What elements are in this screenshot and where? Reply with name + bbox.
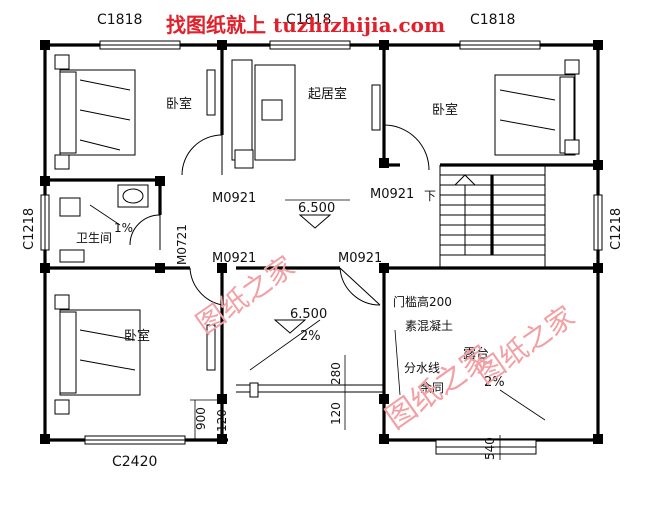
window-label-stair: C1218 bbox=[609, 208, 624, 250]
door-label-1: M0921 bbox=[212, 191, 256, 206]
note-same: 余同 bbox=[420, 380, 444, 395]
bed-top-left bbox=[54, 54, 136, 170]
dim-120-b: 120 bbox=[329, 402, 343, 425]
level-hall: 6.500 bbox=[290, 307, 327, 322]
door-label-4: M0921 bbox=[338, 251, 382, 266]
stair-down-label: 下 bbox=[424, 189, 436, 203]
room-terrace: 露台 bbox=[463, 347, 489, 362]
bed-top-right bbox=[494, 59, 580, 156]
door-label-3: M0921 bbox=[212, 251, 256, 266]
watermark-3: 图纸之家 bbox=[470, 299, 581, 390]
dimension-lines bbox=[89, 199, 546, 460]
door-swings bbox=[129, 124, 430, 306]
staircase bbox=[440, 174, 545, 256]
dim-120-a: 120 bbox=[215, 409, 229, 432]
slope-bath: 1% bbox=[114, 221, 133, 235]
bath-fixtures bbox=[59, 184, 149, 263]
note-divide: 分水线 bbox=[404, 361, 440, 375]
watermark-2: 图纸之家 bbox=[380, 339, 498, 436]
note-concrete: 素混凝土 bbox=[405, 318, 453, 333]
level-living: 6.500 bbox=[298, 201, 335, 216]
window-label-top-mid: C1818 bbox=[286, 12, 331, 28]
bed-bottom-left bbox=[54, 294, 141, 415]
room-living: 起居室 bbox=[308, 86, 347, 102]
dim-280: 280 bbox=[329, 362, 343, 385]
windows bbox=[40, 40, 603, 455]
window-label-bath: C1218 bbox=[22, 208, 37, 250]
structural-columns bbox=[40, 40, 603, 444]
door-label-2: M0921 bbox=[370, 187, 414, 202]
window-label-top-right: C1818 bbox=[470, 12, 515, 28]
door-label-5: M0721 bbox=[175, 224, 189, 265]
window-label-top-left: C1818 bbox=[97, 12, 142, 28]
slope-hall: 2% bbox=[300, 329, 321, 344]
dim-900: 900 bbox=[194, 407, 208, 430]
slope-terrace: 2% bbox=[484, 375, 505, 390]
railing bbox=[236, 382, 384, 398]
site-banner: 找图纸就上 tuzhizhijia.com bbox=[166, 13, 445, 37]
room-bed-top-right: 卧室 bbox=[432, 102, 458, 118]
dim-540: 540 bbox=[483, 437, 497, 460]
note-sill: 门槛高200 bbox=[393, 294, 452, 309]
room-bed-bottom-left: 卧室 bbox=[124, 328, 150, 344]
window-label-bottom: C2420 bbox=[112, 454, 157, 470]
living-furniture bbox=[231, 59, 296, 169]
room-bathroom: 卫生间 bbox=[76, 231, 112, 245]
room-bed-top-left: 卧室 bbox=[166, 96, 192, 112]
